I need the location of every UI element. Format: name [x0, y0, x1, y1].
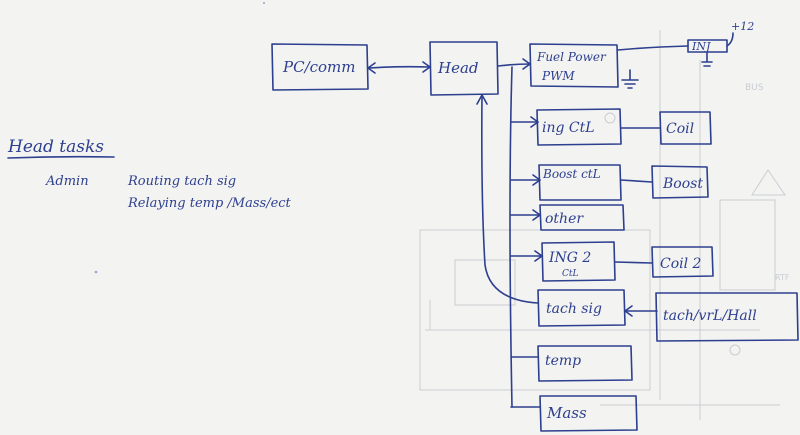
fuel-inj-link: INJ +12 — [617, 20, 754, 67]
notes-admin-label: Admin — [45, 174, 89, 189]
tach-sensor-label: tach/vrL/Hall — [663, 308, 757, 324]
bleed-through-background: BUS RTF — [419, 30, 790, 420]
ground-icon — [621, 69, 639, 89]
notes-line-2: Relaying temp /Mass/ect — [127, 196, 292, 211]
head-label: Head — [437, 59, 479, 77]
ing-ctl-label: ing CtL — [542, 120, 595, 136]
ing2-ctl-label-1: ING 2 — [548, 250, 591, 266]
notes-heading-underline — [7, 155, 115, 159]
notes-line-1: Routing tach sig — [127, 174, 236, 189]
pc-head-link — [367, 61, 431, 74]
inj-ground-icon — [701, 51, 713, 67]
ing-ctl-node: ing CtL — [536, 108, 622, 146]
plus12-label: +12 — [731, 20, 754, 33]
coil2-label: Coil 2 — [660, 256, 702, 272]
inj-label: INJ — [691, 40, 711, 53]
fuel-power-label: Fuel Power — [536, 50, 607, 64]
temp-node: temp — [537, 345, 633, 382]
tach-sensor-node: tach/vrL/Hall — [655, 292, 799, 342]
coil-label: Coil — [666, 121, 694, 137]
ing2-ctl-node: ING 2 CtL — [541, 241, 616, 282]
tach-sensor-link — [624, 305, 658, 317]
fuel-power-node: Fuel Power PWM — [529, 43, 639, 89]
tach-sig-node: tach sig — [537, 289, 626, 327]
tach-sig-label: tach sig — [546, 301, 602, 317]
boost-ctl-label: Boost ctL — [542, 167, 601, 181]
other-label: other — [545, 211, 584, 227]
ing2-coil2-link — [614, 261, 653, 264]
coil2-node: Coil 2 — [651, 246, 714, 278]
boost-link — [620, 179, 653, 183]
fuel-pwm-label: PWM — [541, 69, 575, 83]
mass-label: Mass — [546, 404, 587, 422]
stray-dot — [94, 270, 98, 274]
pc-comm-node: PC/comm — [271, 43, 369, 91]
pc-comm-label: PC/comm — [282, 58, 356, 76]
other-node: other — [539, 204, 625, 231]
mass-node: Mass — [539, 395, 638, 432]
temp-label: temp — [545, 353, 581, 369]
svg-text:BUS: BUS — [745, 83, 764, 93]
head-node: Head — [429, 41, 499, 96]
boost-ctl-node: Boost ctL — [538, 164, 622, 201]
notes-heading: Head tasks — [7, 137, 104, 157]
svg-text:RTF: RTF — [775, 273, 790, 282]
head-tasks-notes: Head tasks Admin Routing tach sig Relayi… — [7, 137, 292, 211]
stray-dot — [263, 2, 265, 4]
head-fuel-link — [497, 58, 531, 70]
boost-label: Boost — [662, 176, 703, 192]
head-bus — [476, 66, 539, 408]
coil-node: Coil — [659, 111, 712, 145]
ing2-ctl-label-2: CtL — [562, 269, 579, 279]
boost-node: Boost — [651, 165, 709, 199]
bus-branches — [510, 116, 543, 408]
